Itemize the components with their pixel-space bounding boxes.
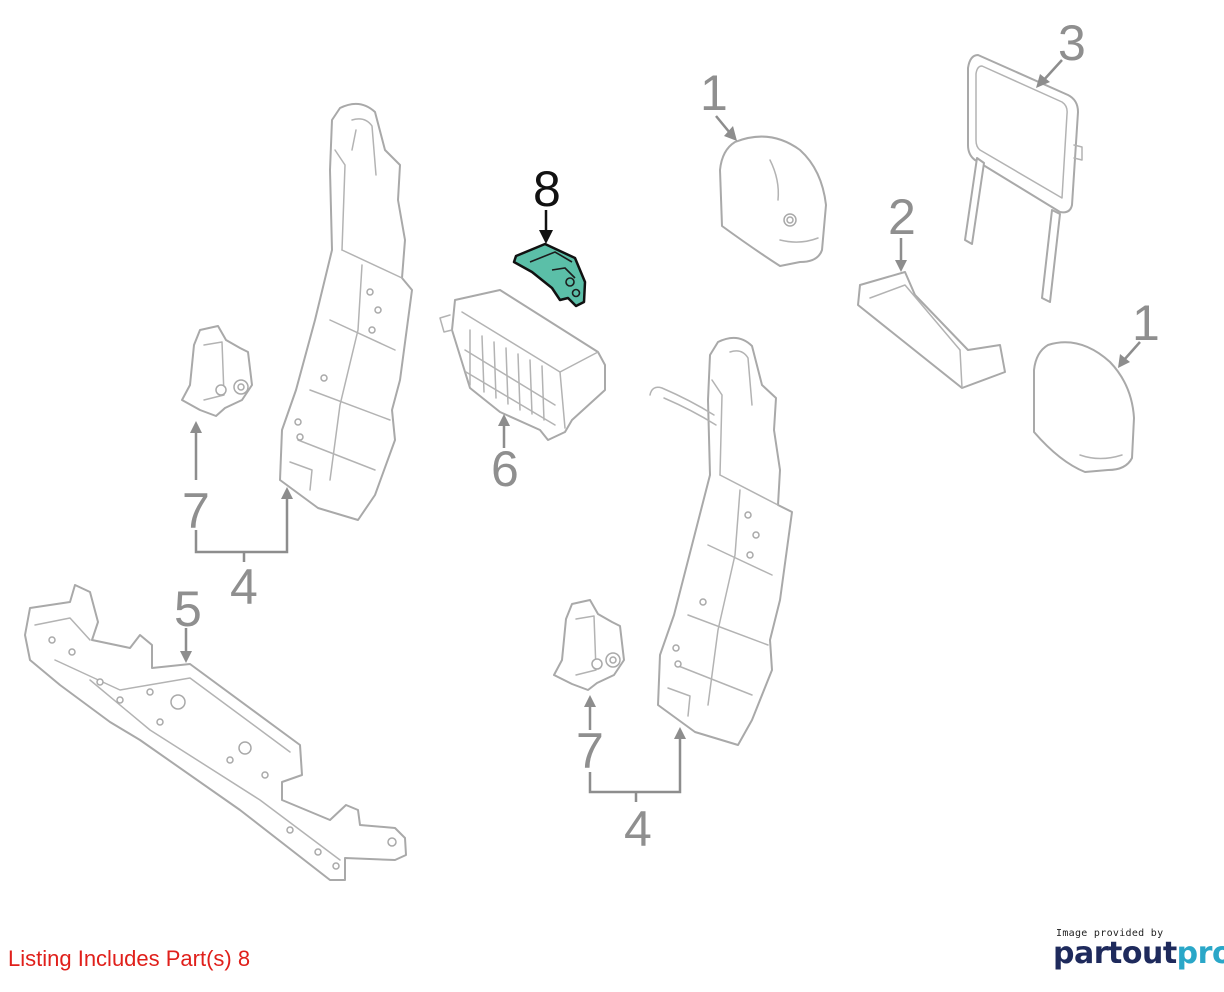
part-4-side-rail-left [279,102,413,521]
callout-8: 8 [533,161,561,217]
part-3-headrest-frame [964,54,1083,303]
callout-7-right: 7 [576,723,604,779]
part-4-side-rail-right [649,336,793,746]
callout-numbers: 3 1 1 2 8 6 7 4 5 7 4 [174,15,1160,857]
part-1-headrest-cover-upper [719,135,827,267]
logo-text-pro: pro [1176,936,1224,971]
provider-credit: Image provided by [1056,928,1164,939]
partoutpro-logo: partoutpro [1053,936,1224,971]
part-5-cross-member [24,584,407,881]
part-7-hinge-bracket-left [181,325,253,417]
callout-1-upper: 1 [700,65,728,121]
leader-lines [180,59,1141,802]
callout-4-left: 4 [230,559,258,615]
callout-7-left: 7 [182,483,210,539]
callout-6: 6 [491,441,519,497]
callout-4-right: 4 [624,801,652,857]
callout-1-lower: 1 [1132,295,1160,351]
part-2-cushion-tray [857,271,1006,389]
callout-2: 2 [888,189,916,245]
logo-text-part: partout [1053,936,1177,971]
listing-note: Listing Includes Part(s) 8 [8,946,251,971]
part-7-hinge-bracket-right [553,599,625,691]
callout-5: 5 [174,581,202,637]
part-8-highlighted-bracket [512,242,587,308]
part-1-headrest-cover-lower [1033,341,1135,473]
part-6-frame-box [439,289,606,441]
callout-3: 3 [1058,15,1086,71]
